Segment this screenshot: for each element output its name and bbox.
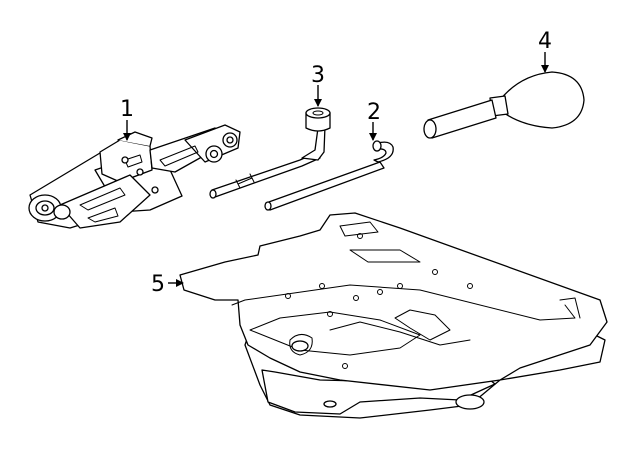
handle-part (423, 52, 585, 139)
callout-3: 3 (311, 63, 325, 88)
callout-5: 5 (151, 272, 165, 297)
tray-part (168, 212, 608, 419)
callout-4: 4 (538, 29, 552, 54)
callout-1: 1 (120, 97, 134, 122)
callout-2: 2 (367, 100, 381, 125)
jack-part (28, 120, 241, 229)
extension-part (209, 85, 331, 199)
wrench-part (264, 122, 394, 211)
